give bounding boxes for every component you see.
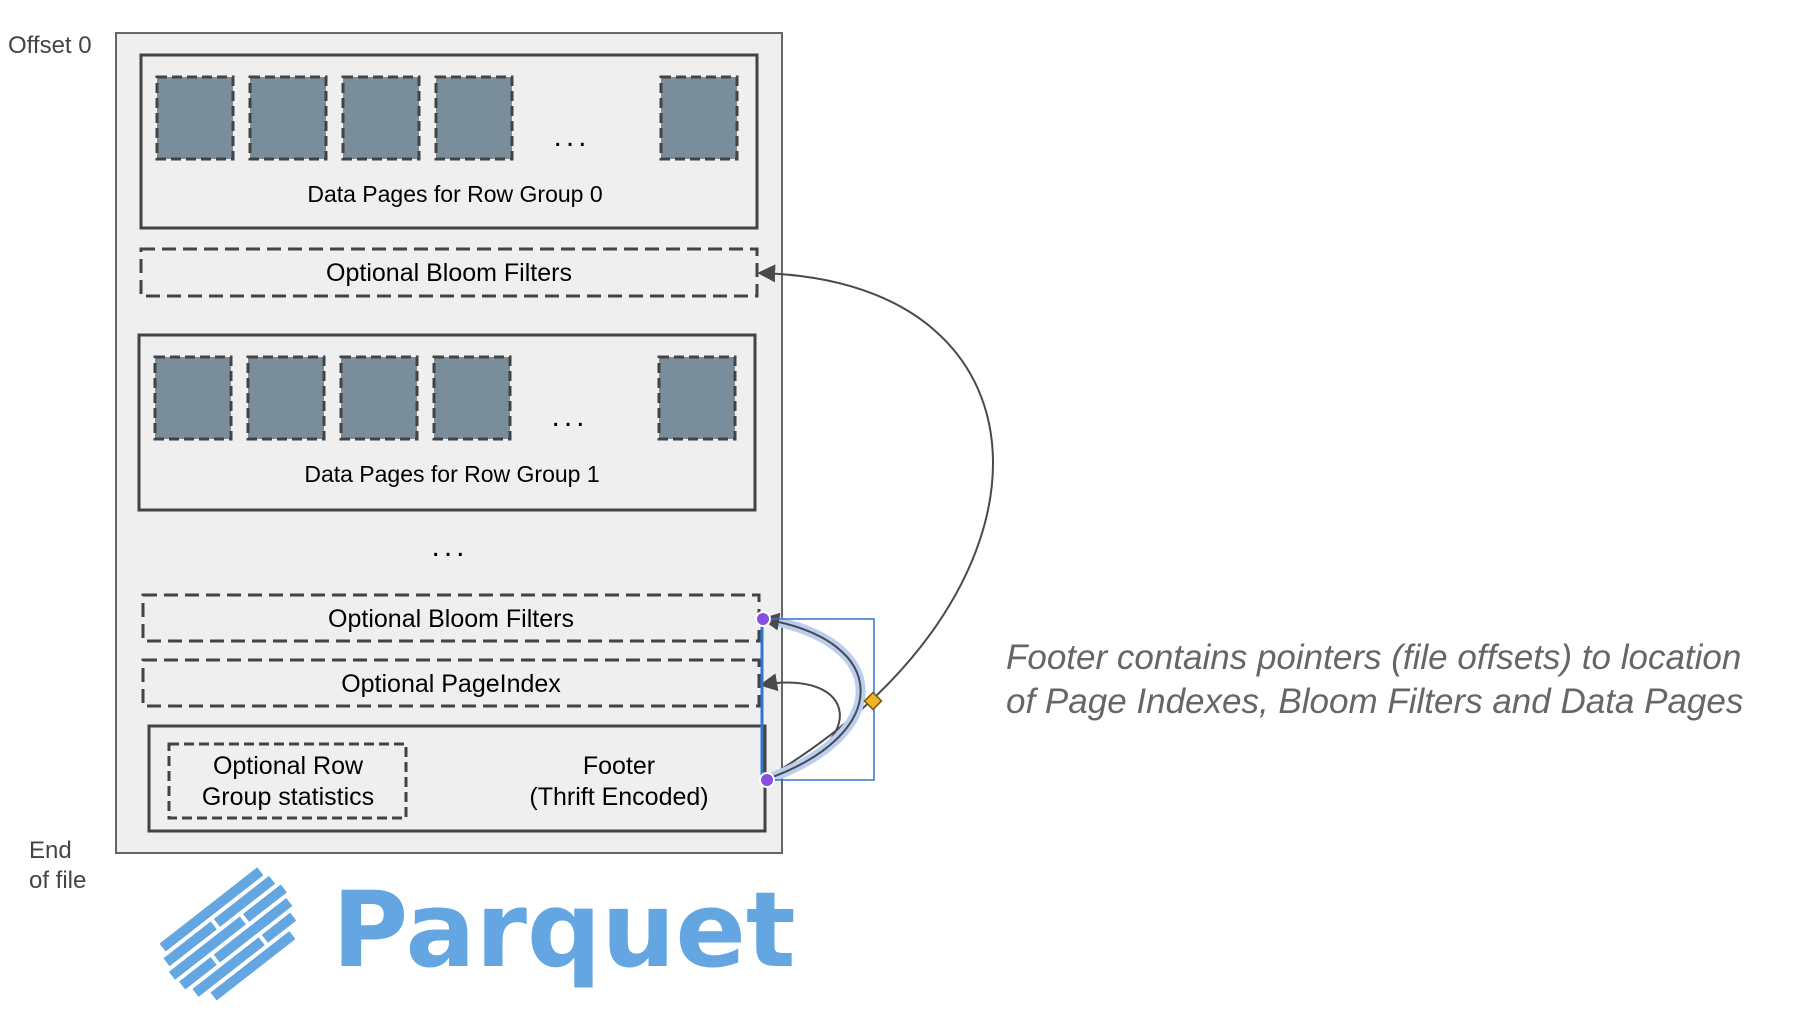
curve-control-handle[interactable]: [863, 691, 883, 711]
data-page: [657, 355, 737, 441]
bloom-filters-1-label: Optional Bloom Filters: [328, 605, 574, 633]
footer-label-line2: (Thrift Encoded): [529, 783, 708, 811]
data-page: [434, 75, 514, 161]
data-page: [659, 75, 739, 161]
data-page: [246, 355, 326, 441]
row-group-1-ellipsis: ...: [551, 400, 588, 433]
row-group-0: ... Data Pages for Row Group 0: [139, 53, 759, 230]
footer-label-line1: Footer: [583, 752, 655, 780]
selection-end-handle[interactable]: [759, 772, 775, 788]
data-page: [432, 355, 512, 441]
data-page: [248, 75, 328, 161]
row-group-1: ... Data Pages for Row Group 1: [137, 333, 757, 512]
row-group-0-label: Data Pages for Row Group 0: [307, 181, 602, 207]
row-group-stats-box: [167, 742, 408, 820]
selection-start-handle[interactable]: [755, 611, 771, 627]
parquet-parquet-icon: [159, 867, 297, 1001]
footer-note-line2: of Page Indexes, Bloom Filters and Data …: [1006, 682, 1743, 721]
data-page: [155, 75, 235, 161]
more-row-groups-ellipsis: ...: [431, 530, 468, 563]
end-of-file-label-line1: End: [29, 837, 72, 864]
data-page: [341, 75, 421, 161]
page-index-box: [141, 658, 761, 708]
parquet-logo-wordmark: Parquet: [332, 869, 796, 991]
row-group-stats-label-line2: Group statistics: [202, 783, 374, 811]
row-group-1-label: Data Pages for Row Group 1: [304, 461, 599, 487]
row-group-0-ellipsis: ...: [553, 120, 590, 153]
pointer-arrow-to-bloom-filters-0: [757, 264, 994, 780]
offset-zero-label: Offset 0: [8, 32, 92, 59]
data-page: [153, 355, 233, 441]
bloom-filters-0-label: Optional Bloom Filters: [326, 259, 572, 287]
row-group-stats-label-line1: Optional Row: [213, 752, 364, 780]
data-page: [339, 355, 419, 441]
bloom-filters-0-box: [139, 247, 759, 298]
bloom-filters-1-box: [141, 593, 761, 643]
footer-note-line1: Footer contains pointers (file offsets) …: [1006, 638, 1741, 677]
pointer-arrow-to-bloom-filters-1: [761, 612, 862, 780]
parquet-logo: Parquet: [159, 867, 796, 1001]
end-of-file-label-line2: of file: [29, 867, 86, 894]
page-index-label: Optional PageIndex: [341, 670, 561, 698]
